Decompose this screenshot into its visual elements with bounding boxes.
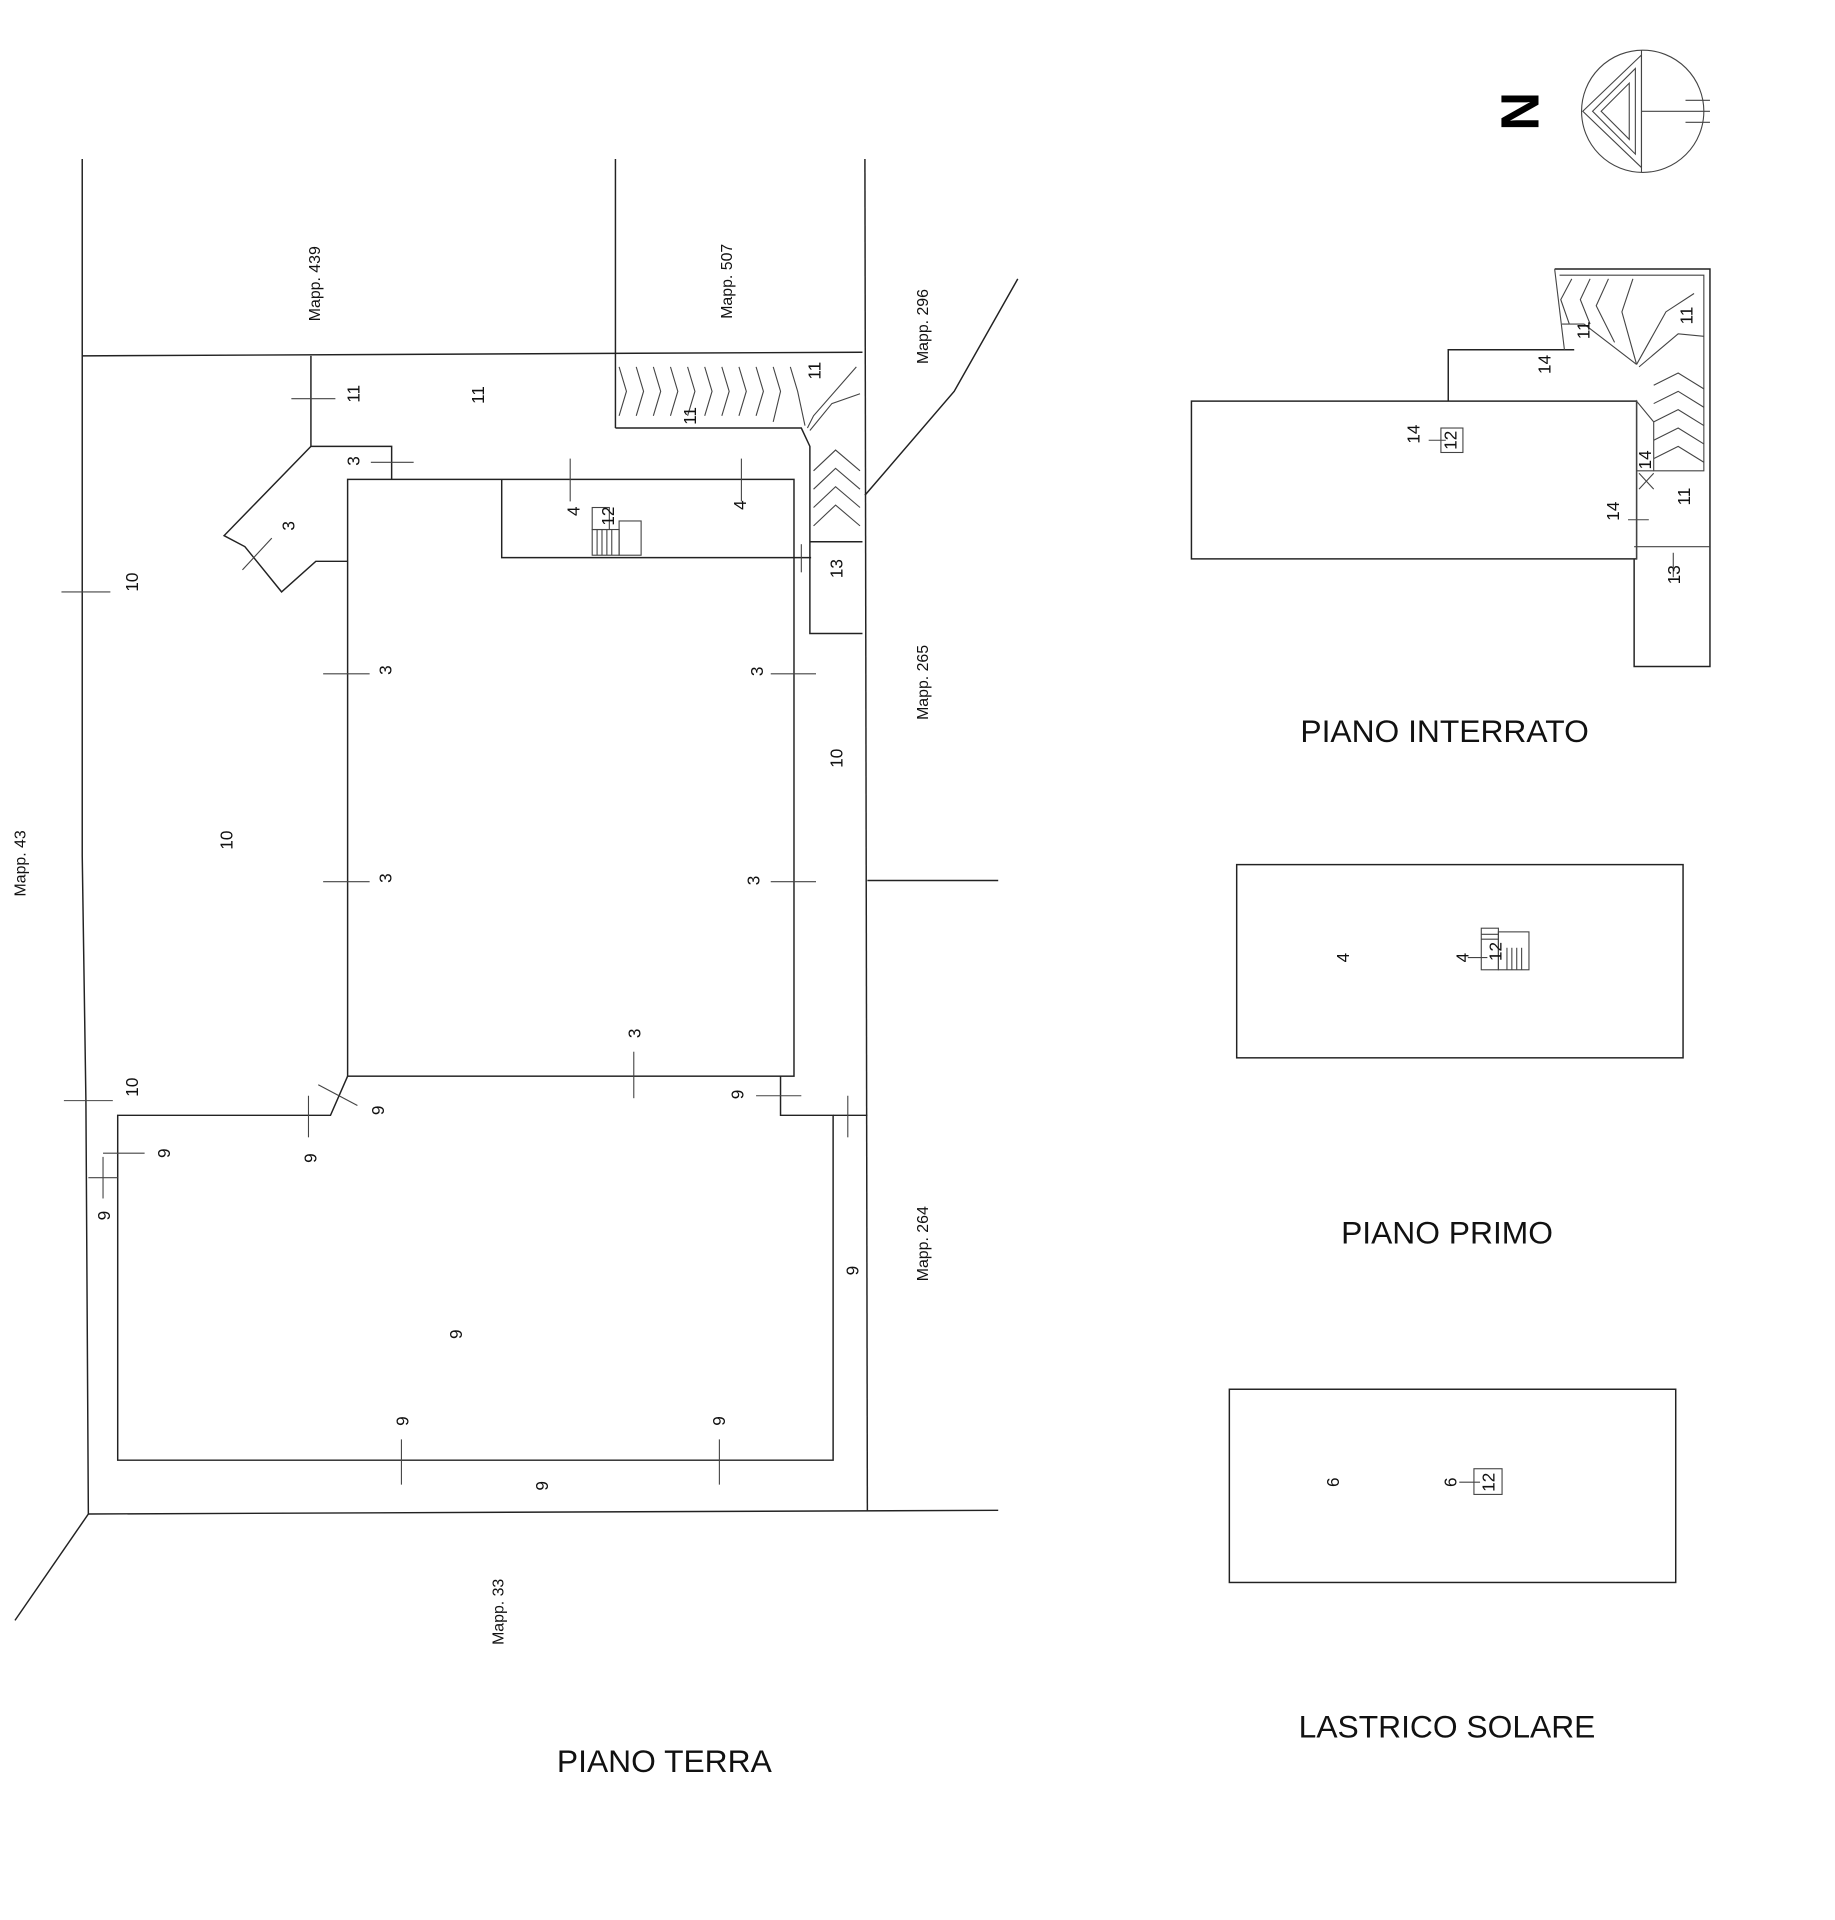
sub-label: 14 <box>1536 354 1555 374</box>
sub-label: 10 <box>217 831 236 850</box>
north-label: N <box>1490 92 1550 131</box>
sub-label: 14 <box>1636 450 1655 470</box>
sub-label: 10 <box>123 573 142 592</box>
sub-label: 6 <box>1324 1477 1343 1487</box>
sub-label: 12 <box>1487 942 1506 961</box>
parcel-label: Mapp. 264 <box>915 1206 932 1281</box>
sub-label: 9 <box>155 1148 174 1158</box>
sub-label: 9 <box>843 1266 862 1276</box>
sub-label: 3 <box>376 873 395 883</box>
sub-label: 3 <box>280 521 299 531</box>
sub-label: 12 <box>1479 1473 1498 1492</box>
sub-label: 3 <box>744 876 763 886</box>
sub-label: 10 <box>123 1078 142 1097</box>
parcel-label: Mapp. 43 <box>12 830 29 896</box>
sub-label: 13 <box>1665 565 1684 584</box>
piano-terra-title: PIANO TERRA <box>557 1743 773 1779</box>
sub-label: 11 <box>681 407 700 425</box>
sub-label: 9 <box>710 1416 729 1426</box>
lastrico-solare-plan <box>1228 1388 1677 1584</box>
parcel-label: Mapp. 439 <box>307 246 324 321</box>
sub-label: 12 <box>599 507 618 526</box>
piano-interrato-labels: 11 11 11 14 14 12 14 14 13 <box>1405 307 1697 585</box>
sub-label: 9 <box>533 1481 552 1491</box>
lastrico-solare-title: LASTRICO SOLARE <box>1299 1709 1596 1745</box>
sub-label: 11 <box>1677 307 1696 325</box>
sub-label: 11 <box>344 385 363 403</box>
sub-label: 9 <box>95 1211 114 1221</box>
sub-label: 14 <box>1405 424 1424 444</box>
sub-label: 14 <box>1604 501 1623 521</box>
sub-label: 4 <box>565 506 584 516</box>
piano-primo-title: PIANO PRIMO <box>1341 1215 1553 1251</box>
sub-label: 10 <box>828 749 847 768</box>
sub-label: 9 <box>302 1153 321 1163</box>
piano-interrato-plan <box>1190 268 1711 668</box>
sub-label: 4 <box>1334 952 1353 962</box>
sub-label: 11 <box>1675 488 1694 506</box>
piano-terra-subalterno-labels: 11 11 11 11 3 3 4 12 4 13 10 3 3 10 10 3… <box>95 362 862 1491</box>
sub-label: 11 <box>806 362 825 380</box>
parcel-label: Mapp. 33 <box>490 1579 507 1645</box>
piano-terra-plan <box>14 158 1019 1621</box>
sub-label: 3 <box>376 665 395 675</box>
sub-label: 13 <box>828 559 847 578</box>
sub-label: 6 <box>1441 1477 1460 1487</box>
sub-label: 11 <box>1575 321 1594 339</box>
sub-label: 11 <box>469 386 488 404</box>
sub-label: 4 <box>1454 952 1473 962</box>
piano-interrato-title: PIANO INTERRATO <box>1300 713 1588 749</box>
sub-label: 9 <box>728 1090 747 1100</box>
sub-label: 9 <box>447 1329 466 1339</box>
piano-terra-parcel-labels: Mapp. 439 Mapp. 507 Mapp. 296 Mapp. 265 … <box>12 244 932 1645</box>
sub-label: 9 <box>369 1106 388 1116</box>
parcel-label: Mapp. 296 <box>915 289 932 364</box>
sub-label: 4 <box>731 500 750 510</box>
sub-label: 3 <box>748 667 767 677</box>
sub-label: 3 <box>344 456 363 466</box>
sub-label: 3 <box>626 1029 645 1039</box>
parcel-label: Mapp. 507 <box>719 244 736 319</box>
sub-label: 12 <box>1441 431 1460 450</box>
parcel-label: Mapp. 265 <box>915 645 932 720</box>
sub-label: 9 <box>393 1416 412 1426</box>
piano-primo-plan <box>1235 863 1684 1059</box>
north-arrow-icon <box>1581 49 1710 173</box>
